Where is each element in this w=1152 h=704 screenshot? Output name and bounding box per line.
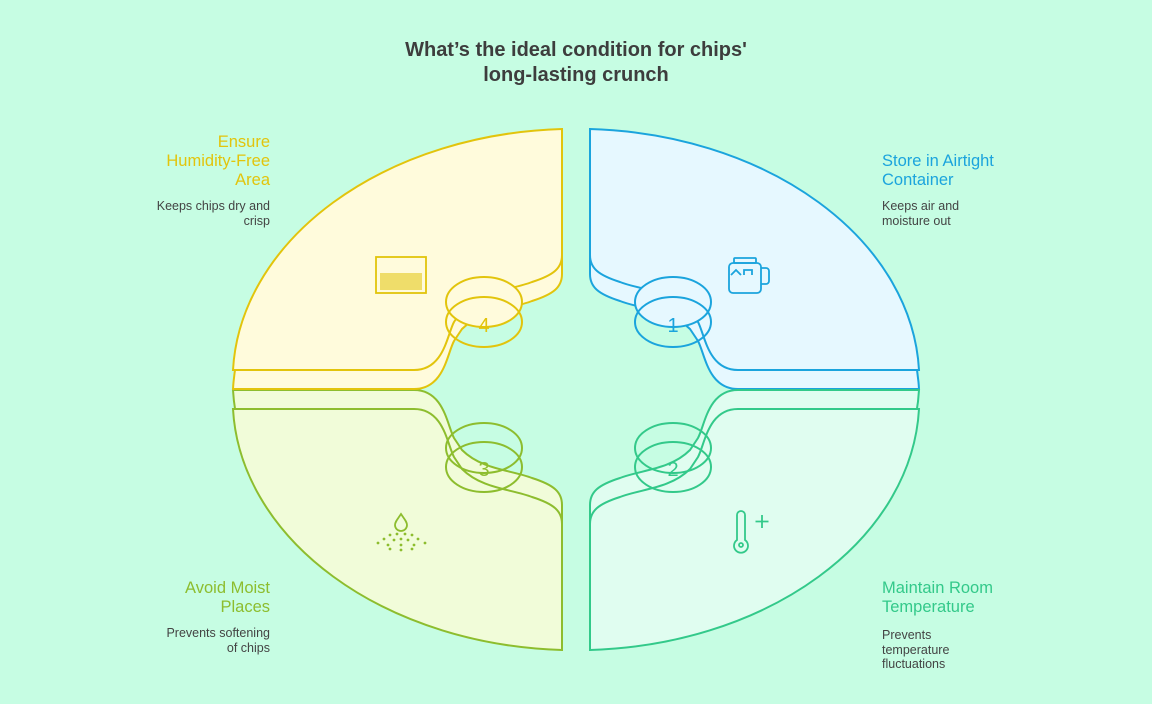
desc-line: fluctuations <box>882 657 946 671</box>
item-4-description: Keeps chips dry and crisp <box>157 199 270 228</box>
title-line: Container <box>882 171 954 189</box>
title-line: Maintain Room <box>882 579 993 597</box>
quadrant-4 <box>232 128 563 390</box>
jar-icon <box>728 257 770 294</box>
desc-line: crisp <box>243 213 270 228</box>
water-drop-icon <box>376 512 427 552</box>
title-line: Store in Airtight <box>882 152 994 170</box>
title-line: Area <box>235 171 270 189</box>
desc-line: Prevents <box>882 628 932 642</box>
diagram-title: What’s the ideal condition for chips' lo… <box>0 38 1152 88</box>
item-1-description: Keeps air and moisture out <box>882 199 959 228</box>
title-line: What’s the ideal condition for chips' <box>405 39 747 61</box>
desc-line: of chips <box>226 640 270 655</box>
title-line: Humidity-Free <box>166 152 270 170</box>
svg-text:2: 2 <box>667 459 678 481</box>
svg-text:3: 3 <box>478 459 489 481</box>
title-line: Temperature <box>882 598 975 616</box>
desc-line: Keeps air and <box>882 199 960 213</box>
title-line: Avoid Moist <box>185 579 270 597</box>
item-3-title: Avoid Moist Places <box>185 579 270 617</box>
desc-line: temperature <box>882 642 950 657</box>
desc-line: moisture out <box>882 213 951 228</box>
dry-box-icon <box>375 256 427 294</box>
number-badge-3: 3 <box>445 422 523 493</box>
title-line: long-lasting crunch <box>483 64 669 86</box>
thermometer-plus-icon <box>733 510 769 554</box>
number-badge-2: 2 <box>634 422 712 493</box>
quadrant-2 <box>589 389 920 651</box>
item-1-title: Store in Airtight Container <box>882 152 994 190</box>
svg-text:4: 4 <box>478 315 489 337</box>
number-badge-1: 1 <box>634 276 712 348</box>
title-line: Places <box>220 598 270 616</box>
desc-line: Prevents softening <box>166 626 270 640</box>
item-3-description: Prevents softening of chips <box>166 626 270 655</box>
svg-text:1: 1 <box>667 315 678 337</box>
item-2-description: Prevents temperature fluctuations <box>882 628 949 672</box>
desc-line: Keeps chips dry and <box>156 199 270 213</box>
item-4-title: Ensure Humidity-Free Area <box>166 133 270 190</box>
title-line: Ensure <box>217 133 270 151</box>
quadrant-1 <box>589 128 920 390</box>
item-2-title: Maintain Room Temperature <box>882 579 993 617</box>
number-badge-4: 4 <box>445 276 523 348</box>
